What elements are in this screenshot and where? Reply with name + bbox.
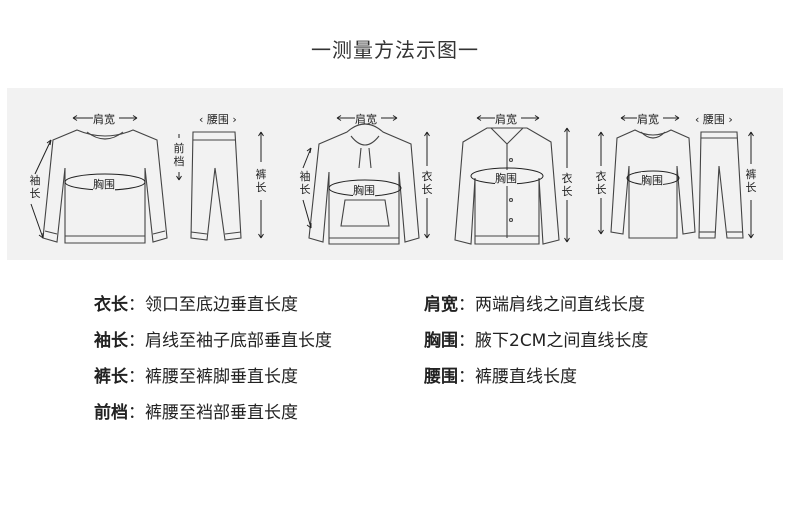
pants-length-label-1: 裤长 xyxy=(255,168,267,194)
waist-label-2: ‹ 腰围 › xyxy=(695,113,733,126)
jogger-pants-drawing xyxy=(190,131,242,241)
definition-colon: ： xyxy=(128,367,145,387)
rise-label: 前档 xyxy=(173,142,185,168)
definition-sleeve: 袖长：肩线至袖子底部垂直长度 xyxy=(94,326,332,351)
sleeve-label-2: 袖长 xyxy=(299,170,311,196)
definition-desc: 裤腰至裆部垂直长度 xyxy=(145,403,298,423)
shoulder-label-4: 肩宽 xyxy=(637,113,659,126)
sweatshirt-drawing xyxy=(42,129,168,244)
chest-label-4: 胸围 xyxy=(641,172,663,188)
definition-term: 衣长 xyxy=(94,295,128,315)
definition-pants: 裤长：裤腰至裤脚垂直长度 xyxy=(94,362,298,387)
definition-colon: ： xyxy=(458,331,475,351)
length-label-2: 衣长 xyxy=(561,172,573,198)
definition-term: 肩宽 xyxy=(424,295,458,315)
definition-chest: 胸围：腋下2CM之间直线长度 xyxy=(424,326,648,351)
definition-term: 裤长 xyxy=(94,367,128,387)
definition-desc: 领口至底边垂直长度 xyxy=(145,295,298,315)
waist-label-2-text: 腰围 xyxy=(702,113,725,126)
definition-desc: 肩线至袖子底部垂直长度 xyxy=(145,331,332,351)
definition-shoulder: 肩宽：两端肩线之间直线长度 xyxy=(424,290,645,315)
page-title: 一测量方法示图一 xyxy=(311,38,479,62)
waist-label-1-text: 腰围 xyxy=(206,113,229,126)
definition-rise: 前档：裤腰至裆部垂直长度 xyxy=(94,398,298,423)
definition-term: 胸围 xyxy=(424,331,458,351)
shoulder-label-1: 肩宽 xyxy=(93,113,115,126)
length-label-1: 衣长 xyxy=(421,170,433,196)
shoulder-label-2: 肩宽 xyxy=(355,113,377,126)
definition-desc: 裤腰直线长度 xyxy=(475,367,577,387)
shoulder-label-3: 肩宽 xyxy=(495,113,517,126)
slim-pants-drawing xyxy=(698,131,744,239)
chest-label-2: 胸围 xyxy=(353,182,375,198)
definition-colon: ： xyxy=(458,367,475,387)
chest-label-3: 胸围 xyxy=(495,170,517,186)
definition-colon: ： xyxy=(458,295,475,315)
definition-colon: ： xyxy=(128,295,145,315)
measurement-diagram-band: 肩宽 ‹ 腰围 › 肩宽 肩宽 肩宽 ‹ 腰围 › 胸围 胸围 胸围 胸围 袖长… xyxy=(7,88,783,260)
garment-illustrations xyxy=(30,115,754,245)
long-sleeve-tee-drawing xyxy=(610,129,696,239)
waist-label-1: ‹ 腰围 › xyxy=(199,113,237,126)
definition-desc: 腋下2CM之间直线长度 xyxy=(475,331,649,351)
jacket-drawing xyxy=(454,127,560,245)
definition-term: 前档 xyxy=(94,403,128,423)
definition-colon: ： xyxy=(128,331,145,351)
definition-length: 衣长：领口至底边垂直长度 xyxy=(94,290,298,315)
definition-colon: ： xyxy=(128,403,145,423)
chest-label-1: 胸围 xyxy=(93,176,115,192)
sleeve-label-1: 袖长 xyxy=(29,174,41,200)
definition-waist: 腰围：裤腰直线长度 xyxy=(424,362,577,387)
definition-term: 腰围 xyxy=(424,367,458,387)
definition-desc: 两端肩线之间直线长度 xyxy=(475,295,645,315)
pants-length-label-2: 裤长 xyxy=(745,168,757,194)
hoodie-drawing xyxy=(308,123,420,245)
definition-desc: 裤腰至裤脚垂直长度 xyxy=(145,367,298,387)
length-label-3: 衣长 xyxy=(595,170,607,196)
definition-term: 袖长 xyxy=(94,331,128,351)
